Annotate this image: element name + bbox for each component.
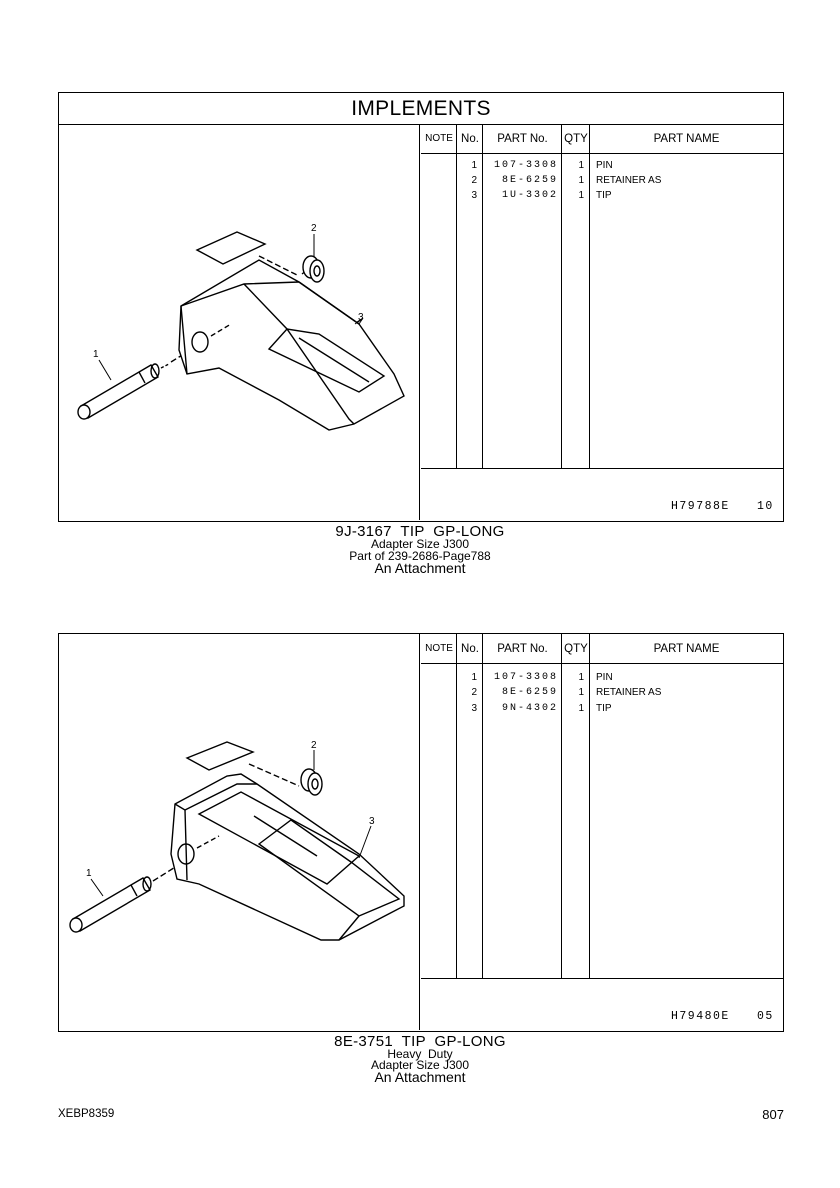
row-1-name: PIN — [596, 160, 613, 171]
header-part-no: PART No. — [497, 133, 548, 145]
header-qty: QTY — [564, 133, 588, 145]
parts-table-1: NOTE No. PART No. QTY PART NAME 1 107-33… — [421, 124, 783, 520]
row-3-qty: 1 — [578, 190, 584, 201]
tip-assembly-illustration-2: 1 2 3 — [69, 740, 405, 941]
header-note: NOTE — [425, 643, 453, 654]
row-2-part-no: 8E-6259 — [501, 175, 558, 186]
group-2-title: 8E-3751 TIP GP-LONG — [334, 1033, 506, 1050]
row-2-qty: 1 — [578, 175, 584, 186]
qty-column — [562, 634, 590, 979]
note-column — [421, 124, 457, 469]
tip-assembly-illustration-1: 1 2 3 — [77, 223, 405, 431]
row-1-part-no: 107-3308 — [493, 672, 558, 683]
parts-table-2: NOTE No. PART No. QTY PART NAME 1 107-33… — [421, 634, 783, 1030]
callout-1: 1 — [93, 349, 99, 360]
row-3-name: TIP — [596, 703, 612, 714]
header-no: No. — [461, 643, 479, 655]
header-part-name: PART NAME — [653, 133, 720, 145]
table-header-row — [421, 124, 783, 154]
illustration-code: H79788E — [671, 500, 730, 513]
part-no-column — [483, 634, 562, 979]
row-1-qty: 1 — [578, 160, 584, 171]
row-3-no: 3 — [471, 703, 477, 714]
callout-3: 3 — [369, 816, 375, 827]
header-part-no: PART No. — [497, 643, 548, 655]
no-column — [457, 124, 483, 469]
group-1-line-1: Adapter Size J300 — [370, 537, 470, 551]
illustration-page: 05 — [757, 1010, 774, 1023]
row-2-name: RETAINER AS — [596, 175, 662, 186]
group-2-line-1: Heavy Duty — [387, 1047, 453, 1061]
callout-3: 3 — [358, 312, 364, 323]
row-1-no: 1 — [471, 160, 477, 171]
row-3-part-no: 9N-4302 — [501, 703, 558, 714]
section-title: IMPLEMENTS — [59, 93, 783, 125]
row-3-part-no: 1U-3302 — [501, 190, 558, 201]
table-footer-divider — [421, 468, 783, 469]
illustration-panel-1: 1 2 3 — [59, 124, 420, 520]
document-code: XEBP8359 — [58, 1108, 115, 1120]
callout-2: 2 — [311, 740, 317, 751]
parts-group-2: 1 2 3 NOTE No. PART No. QTY PART NAME 1 … — [58, 633, 784, 1032]
row-3-name: TIP — [596, 190, 612, 201]
group-1-line-2: Part of 239-2686-Page788 — [349, 549, 491, 563]
parts-group-1: IMPLEMENTS — [58, 92, 784, 522]
row-1-name: PIN — [596, 672, 613, 683]
group-2-line-2: Adapter Size J300 — [370, 1058, 470, 1072]
header-qty: QTY — [564, 643, 588, 655]
header-part-name: PART NAME — [653, 643, 720, 655]
qty-column — [562, 124, 590, 469]
header-no: No. — [461, 133, 479, 145]
row-2-no: 2 — [471, 175, 477, 186]
illustration-code: H79480E — [671, 1010, 730, 1023]
table-header-row — [421, 634, 783, 664]
row-3-qty: 1 — [578, 703, 584, 714]
page-number: 807 — [762, 1107, 784, 1122]
row-1-no: 1 — [471, 672, 477, 683]
group-1-attachment: An Attachment — [374, 560, 466, 576]
group-1-title: 9J-3167 TIP GP-LONG — [335, 523, 505, 540]
part-no-column — [483, 124, 562, 469]
row-2-qty: 1 — [578, 687, 584, 698]
header-note: NOTE — [425, 133, 453, 144]
callout-1: 1 — [86, 868, 92, 879]
row-1-part-no: 107-3308 — [493, 160, 558, 171]
row-1-qty: 1 — [578, 672, 584, 683]
note-column — [421, 634, 457, 979]
illustration-page: 10 — [757, 500, 774, 513]
row-2-no: 2 — [471, 687, 477, 698]
illustration-panel-2: 1 2 3 — [59, 634, 420, 1030]
group-2-attachment: An Attachment — [374, 1069, 466, 1085]
callout-2: 2 — [311, 223, 317, 234]
row-3-no: 3 — [471, 190, 477, 201]
row-2-part-no: 8E-6259 — [501, 687, 558, 698]
table-footer-divider — [421, 978, 783, 979]
no-column — [457, 634, 483, 979]
row-2-name: RETAINER AS — [596, 687, 662, 698]
